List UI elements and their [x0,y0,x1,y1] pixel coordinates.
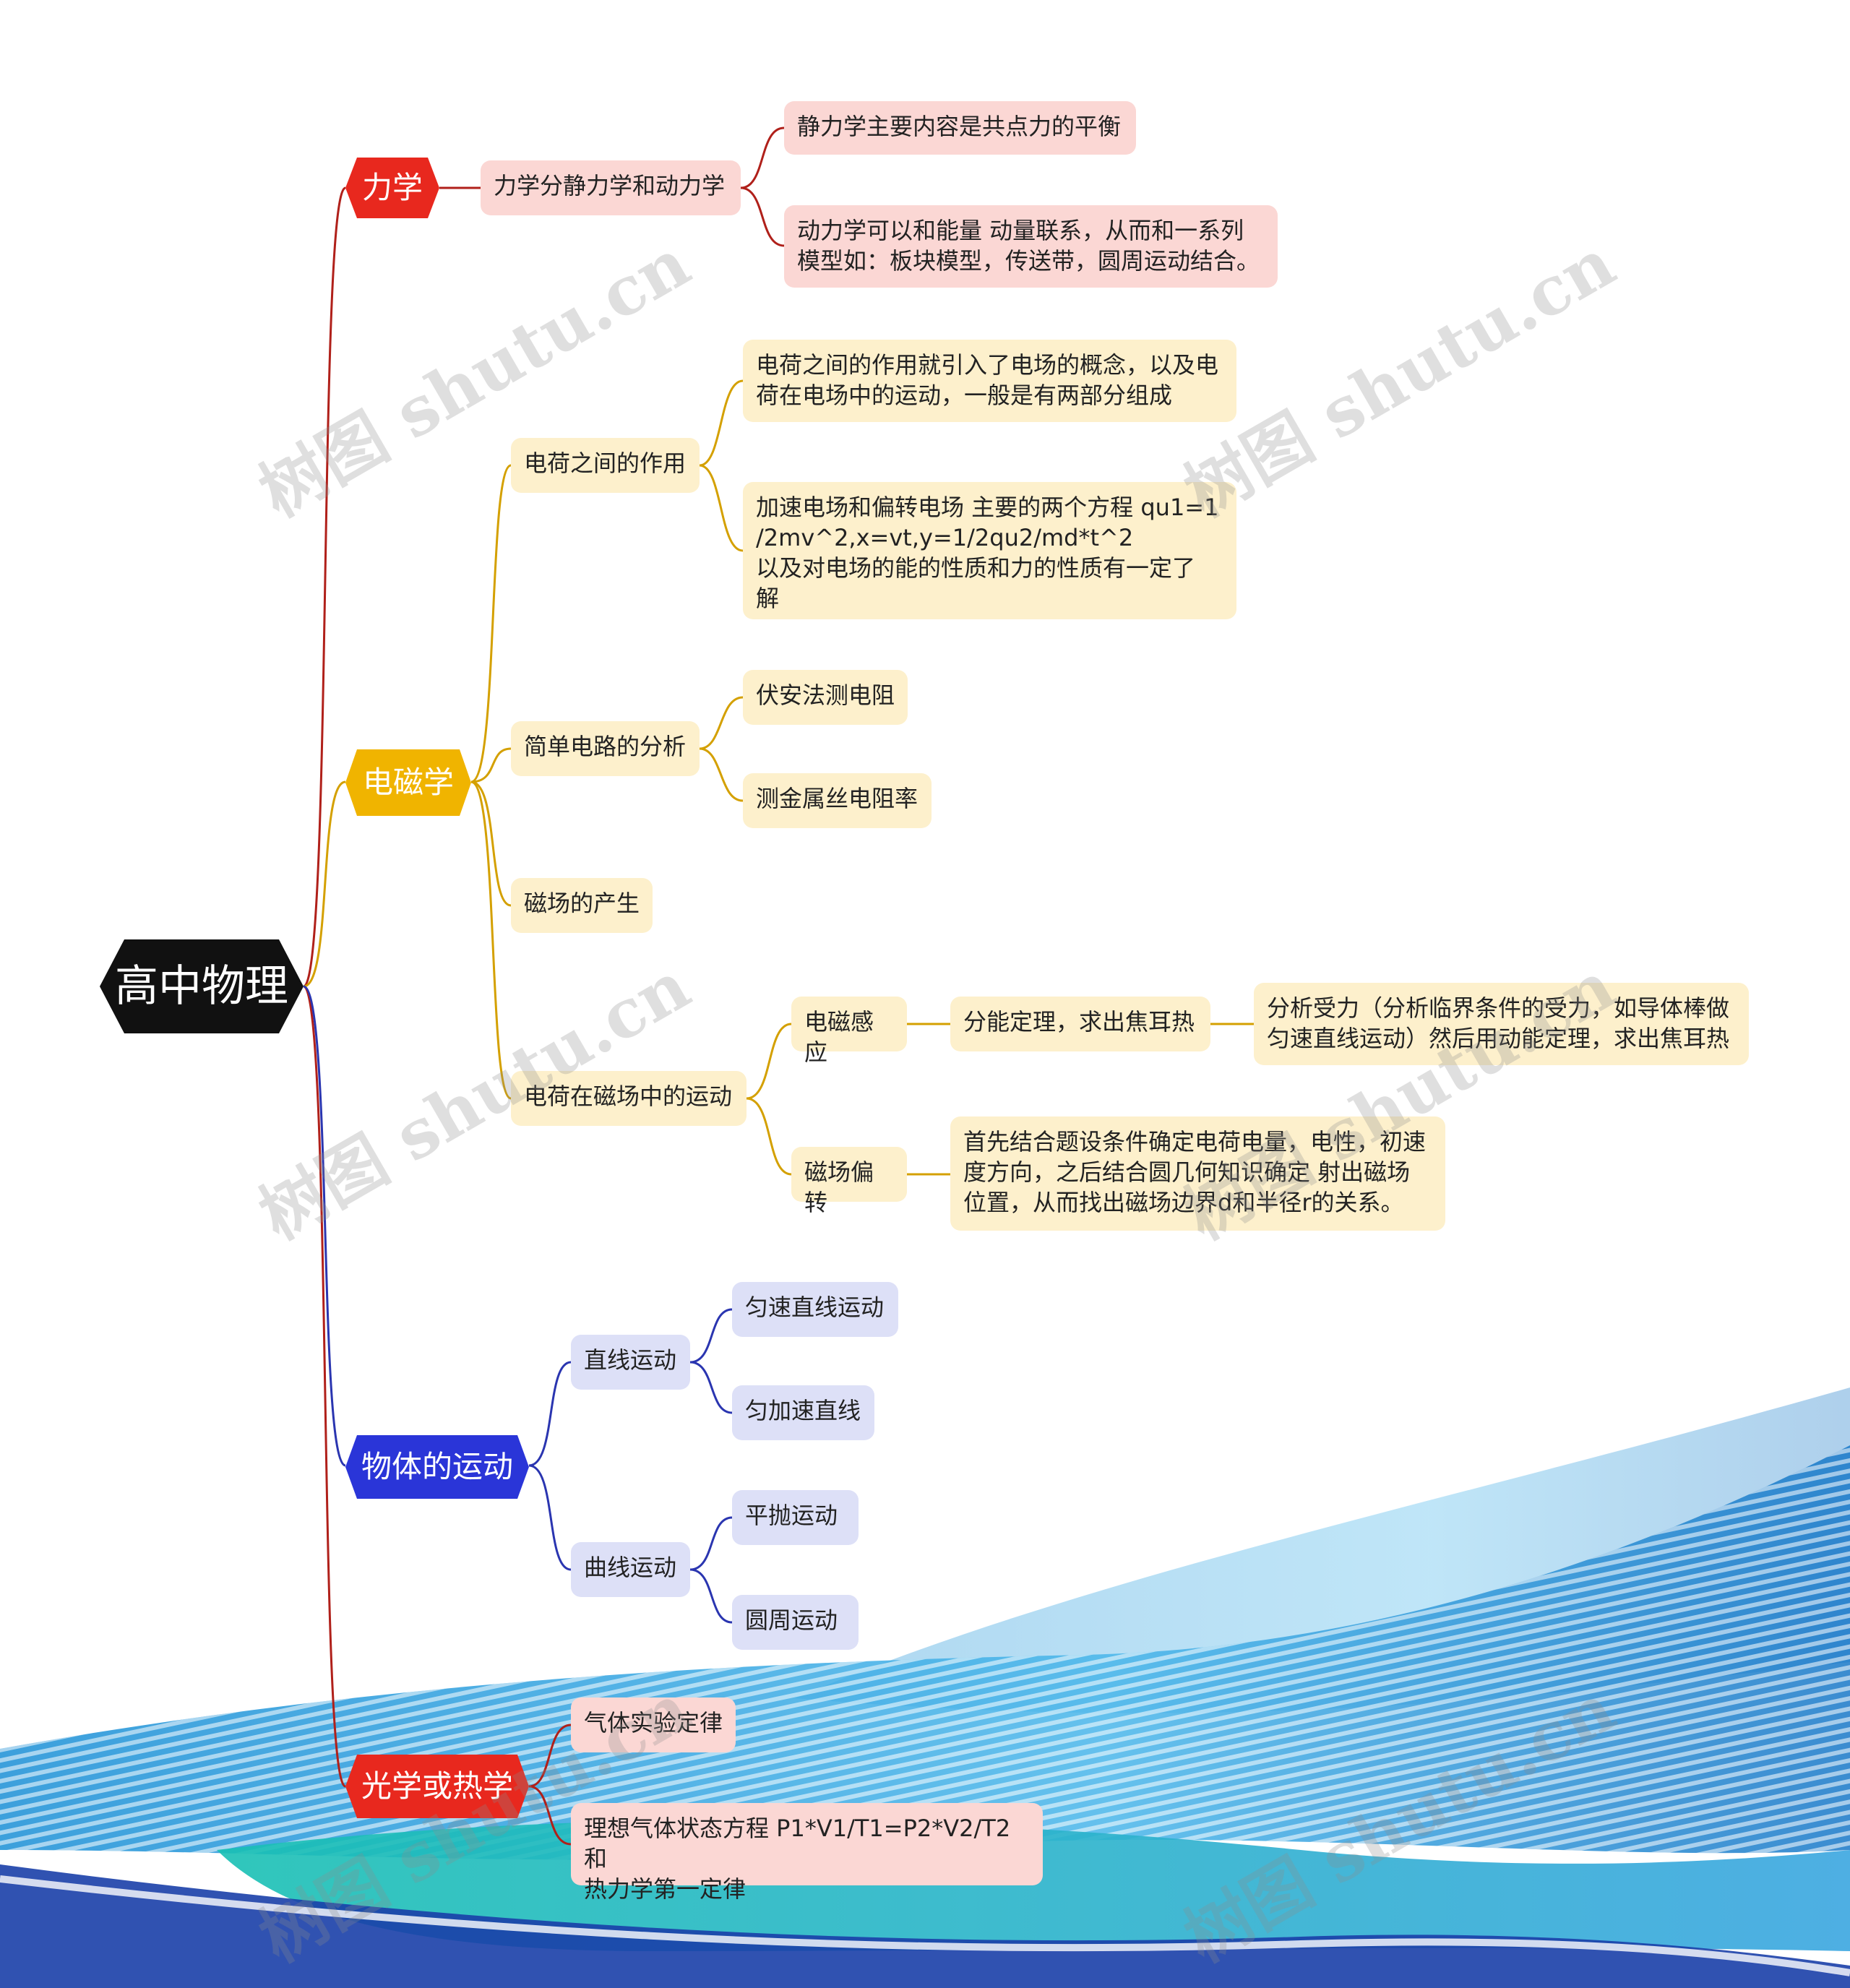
motion-linear-leaf-uniform[interactable]: 匀速直线运动 [732,1282,898,1337]
branch-electromagnetism[interactable]: 电磁学 [345,749,471,816]
motion-linear-leaf-accelerated[interactable]: 匀加速直线 [732,1385,874,1440]
em-magnetic-field-generation[interactable]: 磁场的产生 [511,878,653,933]
em-interaction-leaf-equations[interactable]: 加速电场和偏转电场 主要的两个方程 qu1=1 /2mv^2,x=vt,y=1/… [743,482,1236,619]
wave-white-line [0,1875,1850,1976]
thermo-leaf-ideal-gas[interactable]: 理想气体状态方程 P1*V1/T1=P2*V2/T2和 热力学第一定律 [571,1803,1043,1903]
motion-curvilinear[interactable]: 曲线运动 [571,1542,690,1597]
em-circuit-leaf-voltammetry[interactable]: 伏安法测电阻 [743,670,908,725]
em-interaction-leaf-field[interactable]: 电荷之间的作用就引入了电场的概念，以及电 荷在电场中的运动，一般是有两部分组成 [743,340,1236,422]
em-induction-step[interactable]: 分能定理，求出焦耳热 [950,997,1210,1051]
branch-optics-thermo[interactable]: 光学或热学 [345,1755,529,1818]
motion-linear[interactable]: 直线运动 [571,1335,690,1390]
em-induction-detail[interactable]: 分析受力（分析临界条件的受力，如导体棒做 匀速直线运动）然后用动能定理，求出焦耳… [1254,983,1749,1065]
thermo-leaf-gas-laws[interactable]: 气体实验定律 [571,1697,736,1752]
mechanics-summary[interactable]: 力学分静力学和动力学 [481,160,741,215]
em-charge-interaction[interactable]: 电荷之间的作用 [511,438,700,493]
em-deflection-detail[interactable]: 首先结合题设条件确定电荷电量，电性，初速 度方向，之后结合圆几何知识确定 射出磁… [950,1116,1445,1231]
em-deflection[interactable]: 磁场偏转 [791,1147,907,1216]
branch-motion[interactable]: 物体的运动 [345,1435,529,1499]
mechanics-leaf-dynamics[interactable]: 动力学可以和能量 动量联系，从而和一系列 模型如：板块模型，传送带，圆周运动结合… [784,205,1278,288]
branch-mechanics[interactable]: 力学 [345,158,439,218]
em-charge-motion-in-field[interactable]: 电荷在磁场中的运动 [511,1071,747,1126]
em-simple-circuit[interactable]: 简单电路的分析 [511,721,700,776]
em-circuit-leaf-resistivity[interactable]: 测金属丝电阻率 [743,773,932,828]
em-induction[interactable]: 电磁感应 [791,997,907,1066]
motion-curvilinear-leaf-circular[interactable]: 圆周运动 [732,1595,859,1650]
wave-navy [0,1864,1850,1988]
root-node[interactable]: 高中物理 [100,939,304,1033]
motion-curvilinear-leaf-projectile[interactable]: 平抛运动 [732,1490,859,1545]
mechanics-leaf-statics[interactable]: 静力学主要内容是共点力的平衡 [784,101,1136,155]
link-root-motion [303,985,346,1467]
link-root-em [303,780,346,988]
link-root-optics [302,985,347,1788]
link-root-mechanics [302,186,347,988]
